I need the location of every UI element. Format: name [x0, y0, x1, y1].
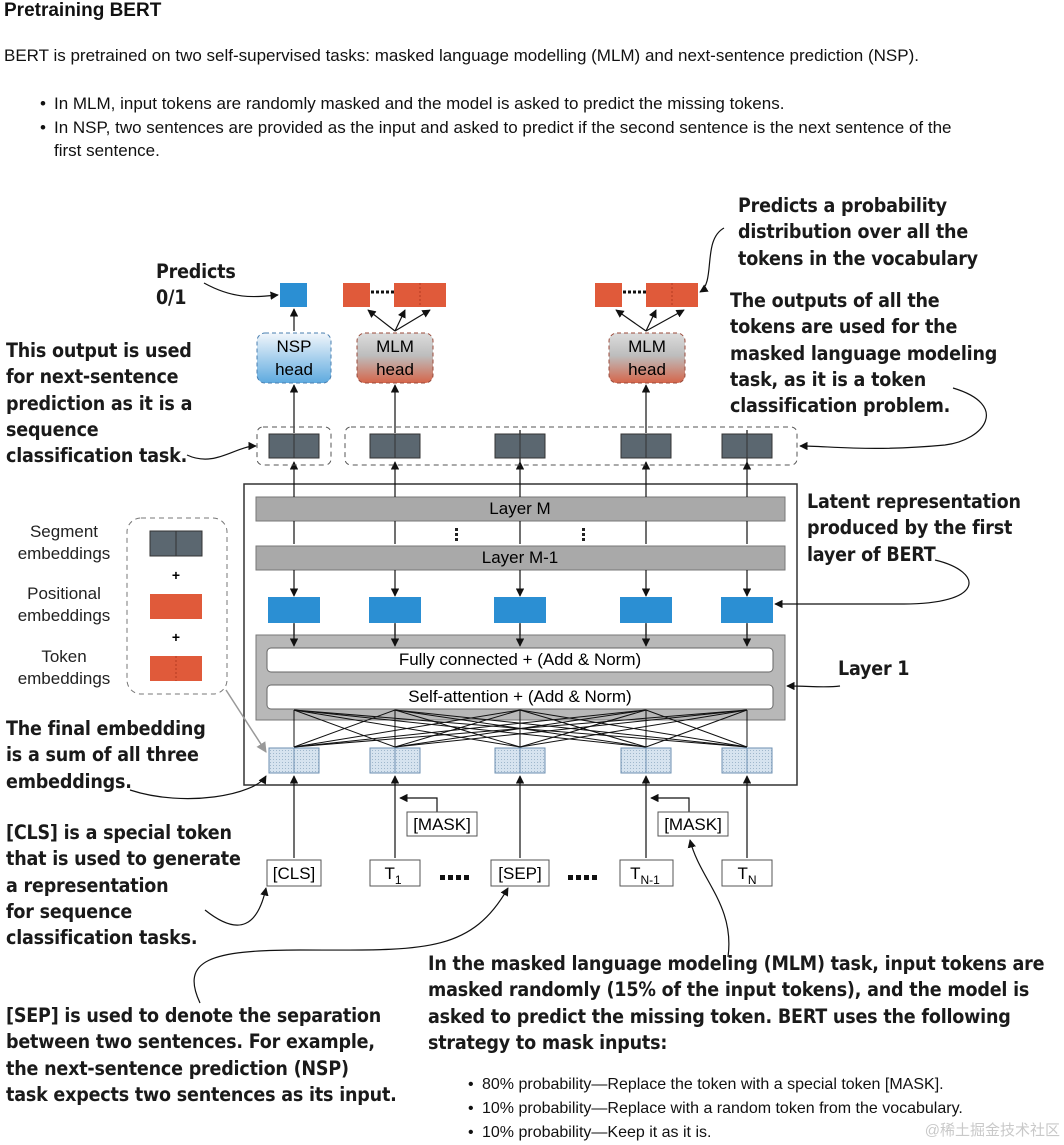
leader-latent	[774, 559, 970, 609]
mask-token-1: [MASK]	[413, 815, 471, 834]
positional-swatch	[150, 594, 202, 619]
leader-mlm	[687, 839, 730, 958]
leader-nsp	[186, 441, 257, 460]
self-attention-label: Self-attention + (Add & Norm)	[408, 687, 631, 706]
token-cls: [CLS]	[273, 864, 316, 883]
leader-sep	[193, 887, 509, 1004]
intro-text: BERT is pretrained on two self-supervise…	[4, 46, 919, 65]
bullet-nsp: In NSP, two sentences are provided as th…	[40, 116, 974, 163]
mlm-head-left-line1: MLM	[376, 337, 414, 356]
input-embeddings	[268, 747, 773, 774]
fully-connected-label: Fully connected + (Add & Norm)	[399, 650, 641, 669]
mask-strategy-list: 80% probability—Replace the token with a…	[468, 1073, 963, 1145]
legend-plus-1: +	[172, 567, 180, 583]
bullet-mlm: In MLM, input tokens are randomly masked…	[40, 92, 974, 116]
page-title: Pretraining BERT	[4, 0, 162, 21]
layer-m1-bar	[255, 545, 786, 571]
nsp-head-line1: NSP	[277, 337, 312, 356]
mlm-head-left-line2: head	[376, 360, 414, 379]
leader-layer1	[786, 681, 841, 691]
token-tn: TN	[737, 864, 756, 887]
mask-token-2: [MASK]	[664, 815, 722, 834]
fully-connected-bar	[266, 647, 774, 673]
mlm-head-right	[608, 332, 686, 384]
strategy-item: 10% probability—Keep it as it is.	[468, 1121, 963, 1145]
mlm-prediction-left	[343, 283, 446, 307]
legend-plus-2: +	[172, 629, 180, 645]
leader-prob	[699, 227, 725, 293]
nsp-prediction	[280, 283, 307, 307]
mlm-output-group	[344, 426, 798, 466]
attention-lines	[293, 709, 748, 748]
self-attention-bar	[266, 684, 774, 710]
token-tn1: TN-1	[630, 864, 660, 887]
leader-final-embedding	[129, 775, 267, 800]
layer-m-label: Layer M	[489, 499, 550, 518]
mlm-head-left	[356, 332, 434, 384]
mlm-head-right-line1: MLM	[628, 337, 666, 356]
watermark: @稀土掘金技术社区	[924, 1122, 1060, 1139]
leader-outputs	[799, 387, 987, 451]
input-tokens: [CLS] T1 [SEP] TN-1 TN [MASK] [MASK]	[266, 811, 773, 887]
intro-bullets: In MLM, input tokens are randomly masked…	[40, 92, 974, 163]
token-sep: [SEP]	[498, 864, 541, 883]
annotation-layer1: Layer 1	[838, 657, 910, 680]
mlm-head-right-line2: head	[628, 360, 666, 379]
mlm-prediction-right	[595, 283, 698, 307]
output-vectors	[268, 433, 773, 459]
token-t1: T1	[384, 864, 401, 887]
legend-group	[126, 517, 228, 695]
token-swatch	[150, 656, 202, 681]
leader-predicts	[203, 282, 279, 300]
leader-cls	[204, 887, 269, 926]
token-ellipsis	[440, 875, 597, 880]
strategy-item: 80% probability—Replace the token with a…	[468, 1073, 963, 1097]
nsp-output-group	[256, 426, 332, 466]
nsp-head	[256, 332, 332, 384]
layer-m1-label: Layer M-1	[482, 548, 559, 567]
layer-ellipsis	[455, 528, 585, 541]
strategy-item: 10% probability—Replace with a random to…	[468, 1097, 963, 1121]
segment-swatch	[149, 530, 203, 557]
nsp-head-line2: head	[275, 360, 313, 379]
latent-vectors	[268, 597, 773, 623]
annotation-mlm: In the masked language modeling (MLM) ta…	[428, 952, 1045, 1054]
